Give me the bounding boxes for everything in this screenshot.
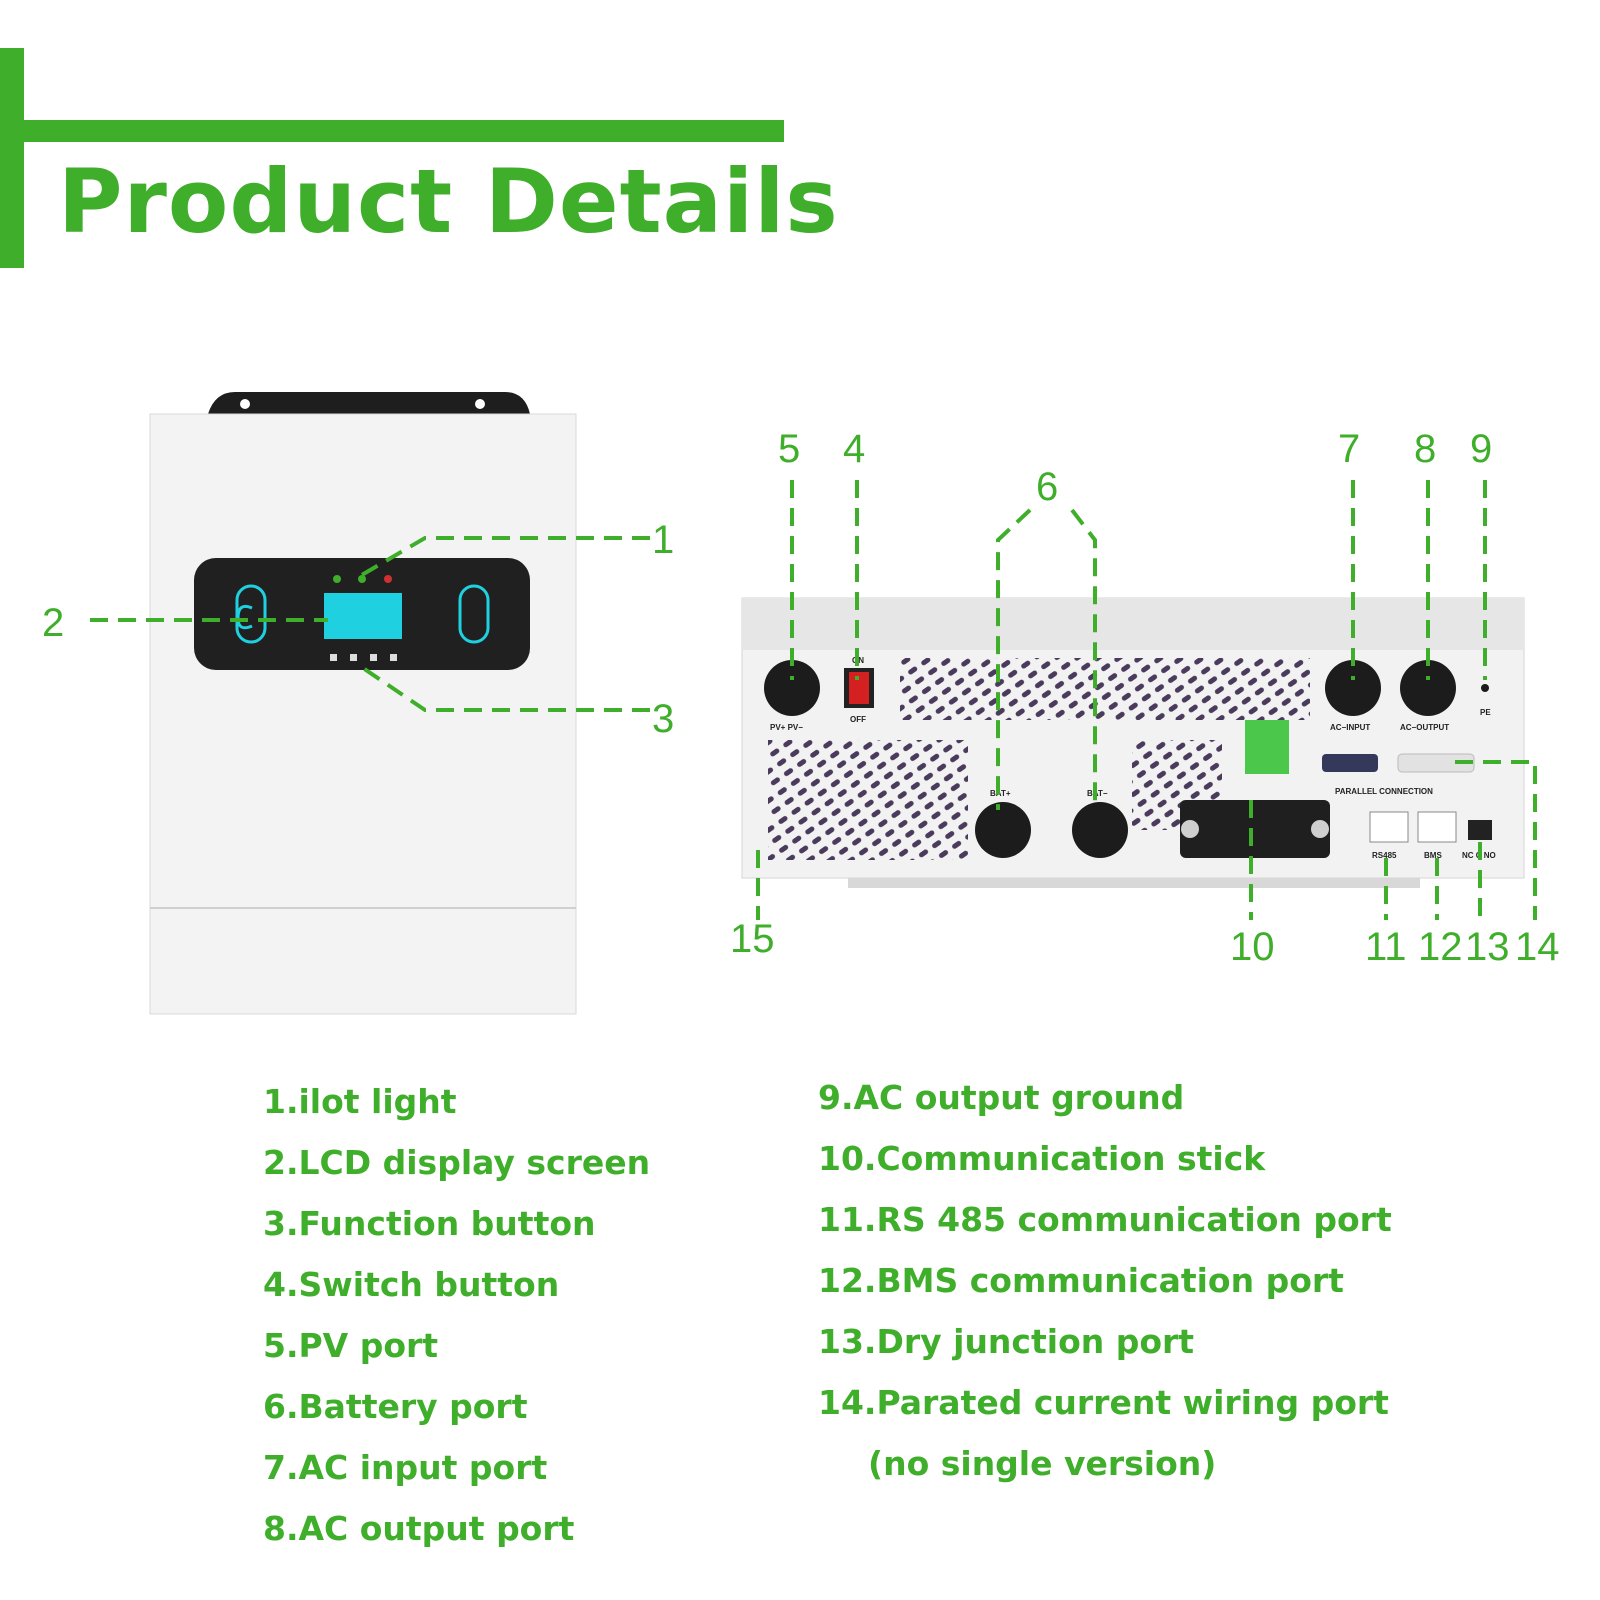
lcd-screen [324, 593, 402, 639]
product-diagram: PV+ PV− ON OFF BAT+ BAT− AC−INPUT AC−OUT… [42, 392, 1560, 1015]
pilot-light-green [333, 575, 341, 583]
legend-item: 6.Battery port [263, 1387, 528, 1426]
leader-1 [358, 536, 650, 578]
vent-grille-top [900, 658, 1310, 720]
function-button-1 [330, 654, 337, 661]
inverter-ports-view: PV+ PV− ON OFF BAT+ BAT− AC−INPUT AC−OUT… [741, 480, 1537, 920]
front-body [149, 413, 577, 1015]
legend-item: 1.ilot light [263, 1082, 457, 1121]
ports-top-lip [742, 598, 1524, 650]
stick-screw-right [1311, 820, 1329, 838]
stick-screw-left [1181, 820, 1199, 838]
mount-hole-left [240, 399, 250, 409]
mounting-bracket [208, 392, 530, 414]
leader-6a [996, 508, 1032, 810]
battery-minus-port [1072, 802, 1128, 858]
legend-right: 9.AC output ground 10.Communication stic… [818, 1068, 1392, 1495]
communication-stick [1245, 720, 1289, 774]
legend-item: 10.Communication stick [818, 1139, 1266, 1178]
dry-contact-port [1468, 820, 1492, 840]
rs485-port [1369, 811, 1409, 843]
callout-15: 15 [730, 917, 775, 961]
bat-minus-label: BAT− [1087, 789, 1108, 798]
legend-item: 5.PV port [263, 1326, 439, 1365]
frame-accent-vertical [0, 48, 24, 268]
legend-item: 11.RS 485 communication port [818, 1200, 1392, 1239]
bms-port [1417, 811, 1457, 843]
callout-8: 8 [1414, 427, 1436, 471]
ac-output-label: AC−OUTPUT [1400, 723, 1449, 732]
callout-12: 12 [1418, 925, 1463, 969]
leader-3 [358, 664, 650, 712]
callout-6: 6 [1036, 465, 1058, 509]
legend-item: 9.AC output ground [818, 1078, 1185, 1117]
legend-left: 1.ilot light 2.LCD display screen 3.Func… [263, 1072, 650, 1560]
mount-hole-right [475, 399, 485, 409]
leader-6b [1070, 508, 1097, 810]
vent-grille-left [768, 740, 968, 860]
legend-item: 8.AC output port [263, 1509, 575, 1548]
bat-plus-label: BAT+ [990, 789, 1011, 798]
legend-item: 3.Function button [263, 1204, 596, 1243]
callout-10: 10 [1230, 925, 1275, 969]
ports-feet [848, 878, 1420, 888]
callout-14: 14 [1515, 925, 1560, 969]
bms-label: BMS [1424, 851, 1442, 860]
parallel-port-a [1322, 754, 1378, 772]
callout-1: 1 [652, 518, 674, 562]
pv-label: PV+ PV− [770, 723, 803, 732]
legend-item: 14.Parated current wiring port [818, 1383, 1389, 1422]
pilot-light-red [384, 575, 392, 583]
callout-4: 4 [843, 427, 865, 471]
switch-button [849, 672, 869, 704]
function-button-4 [390, 654, 397, 661]
legend-item: 12.BMS communication port [818, 1261, 1344, 1300]
legend-item: 2.LCD display screen [263, 1143, 651, 1182]
callout-7: 7 [1338, 427, 1360, 471]
callout-9: 9 [1470, 427, 1492, 471]
pe-ground-terminal [1481, 684, 1489, 692]
parallel-port-b [1397, 753, 1475, 773]
function-button-3 [370, 654, 377, 661]
inverter-front-view [90, 392, 650, 1015]
battery-plus-port [975, 802, 1031, 858]
ac-input-port [1325, 660, 1381, 716]
left-ring-light-icon [235, 584, 267, 644]
pe-label: PE [1480, 708, 1491, 717]
right-ring-light-icon [458, 584, 490, 644]
function-button-2 [350, 654, 357, 661]
callout-2: 2 [42, 601, 64, 645]
legend-item: 7.AC input port [263, 1448, 548, 1487]
callout-5: 5 [778, 427, 800, 471]
frame-accent-horizontal [24, 120, 784, 142]
leader-14 [1455, 760, 1537, 920]
pv-port [764, 660, 820, 716]
parallel-label: PARALLEL CONNECTION [1335, 787, 1433, 796]
page-title: Product Details [58, 150, 839, 253]
callout-3: 3 [652, 697, 674, 741]
ac-input-label: AC−INPUT [1330, 723, 1370, 732]
legend-item: 13.Dry junction port [818, 1322, 1195, 1361]
rs485-label: RS485 [1372, 851, 1397, 860]
callout-11: 11 [1365, 925, 1407, 969]
callout-13: 13 [1465, 925, 1510, 969]
switch-off-label: OFF [850, 715, 866, 724]
pilot-light-green-2 [358, 575, 366, 583]
legend-item: 4.Switch button [263, 1265, 560, 1304]
communication-stick-base [1180, 800, 1330, 858]
legend-item: (no single version) [868, 1444, 1217, 1483]
ac-output-port [1400, 660, 1456, 716]
